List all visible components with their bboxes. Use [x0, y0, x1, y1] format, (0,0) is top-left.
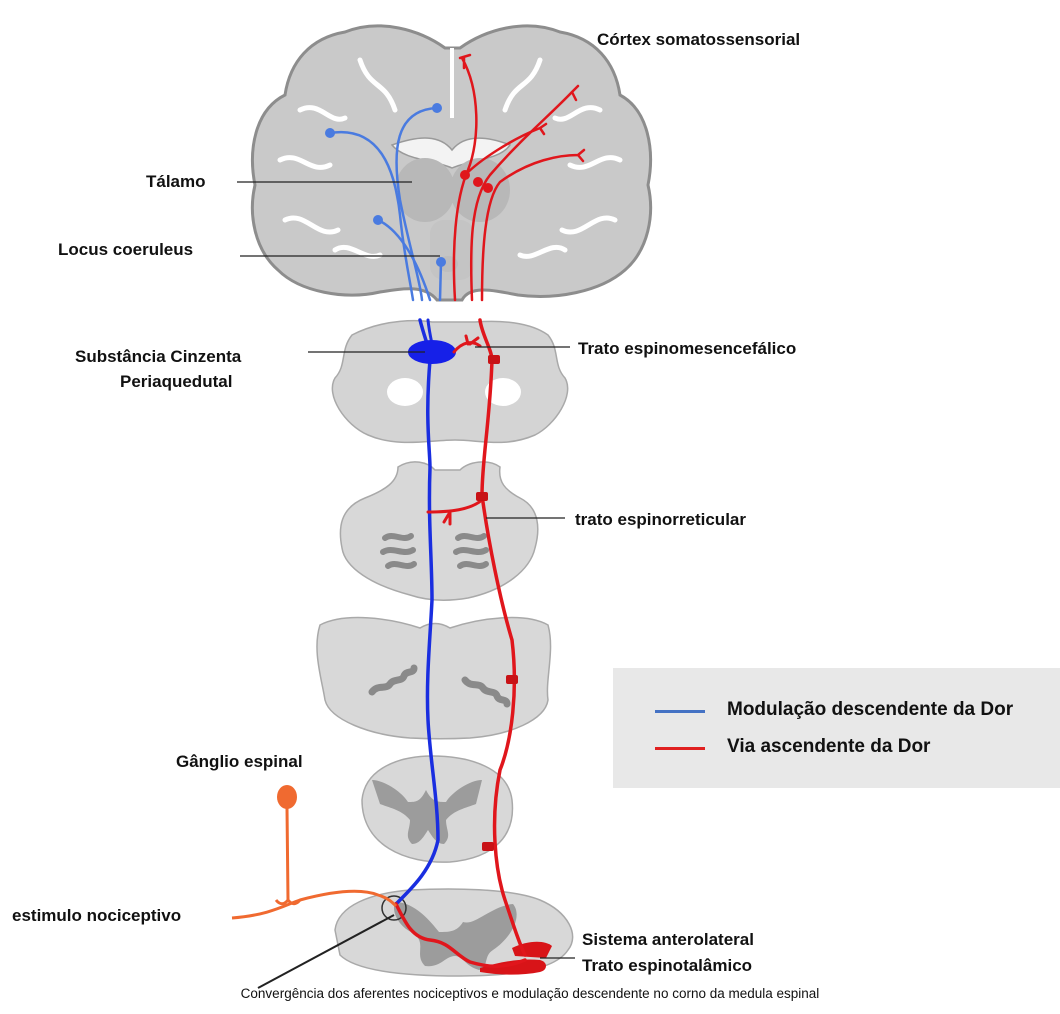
- pons-section: [340, 462, 537, 600]
- midbrain-outline: [332, 321, 567, 443]
- brain-coronal-section: [252, 26, 650, 300]
- thalamic-relay-3: [483, 183, 493, 193]
- label-ganglion: Gânglio espinal: [176, 752, 303, 772]
- descending-cell-1: [325, 128, 335, 138]
- synapse-marker-3: [506, 675, 518, 684]
- label-stimulus: estimulo nociceptivo: [12, 906, 181, 926]
- pons-outline: [340, 462, 537, 600]
- descending-cell-4: [436, 257, 446, 267]
- ganglion-stalk: [276, 808, 300, 904]
- thalamic-relay-1: [460, 170, 470, 180]
- figure-caption: Convergência dos aferentes nociceptivos …: [0, 986, 1060, 1001]
- descending-cell-2: [432, 103, 442, 113]
- label-anterolateral-line1: Sistema anterolateral: [582, 930, 754, 950]
- label-cortex: Córtex somatossensorial: [597, 30, 800, 50]
- thalamus-left: [395, 158, 455, 222]
- legend-swatch-descending: [655, 710, 705, 713]
- descending-fiber-4: [440, 262, 441, 300]
- label-thalamus: Tálamo: [146, 172, 206, 192]
- legend-swatch-ascending: [655, 747, 705, 750]
- midbrain-section: [332, 321, 567, 443]
- thalamus-right: [450, 158, 510, 222]
- thalamic-relay-2: [473, 177, 483, 187]
- synapse-marker-4: [482, 842, 494, 851]
- label-spinomesencephalic: Trato espinomesencefálico: [578, 339, 796, 359]
- colliculus-left: [387, 378, 423, 406]
- descending-cell-3: [373, 215, 383, 225]
- lumbar-cord-section: [335, 889, 573, 976]
- legend-label-ascending: Via ascendente da Dor: [727, 736, 930, 758]
- synapse-marker-1: [488, 355, 500, 364]
- label-locus-coeruleus: Locus coeruleus: [58, 240, 193, 260]
- label-pag-line2: Periaquedutal: [120, 372, 232, 392]
- legend: Modulação descendente da Dor Via ascende…: [613, 668, 1060, 788]
- label-spinoreticular: trato espinorreticular: [575, 510, 746, 530]
- label-pag-line1: Substância Cinzenta: [75, 347, 241, 367]
- synapse-marker-2: [476, 492, 488, 501]
- legend-label-descending: Modulação descendente da Dor: [727, 699, 1013, 721]
- label-anterolateral-line2: Trato espinotalâmico: [582, 956, 752, 976]
- spinal-ganglion-cell: [277, 785, 297, 809]
